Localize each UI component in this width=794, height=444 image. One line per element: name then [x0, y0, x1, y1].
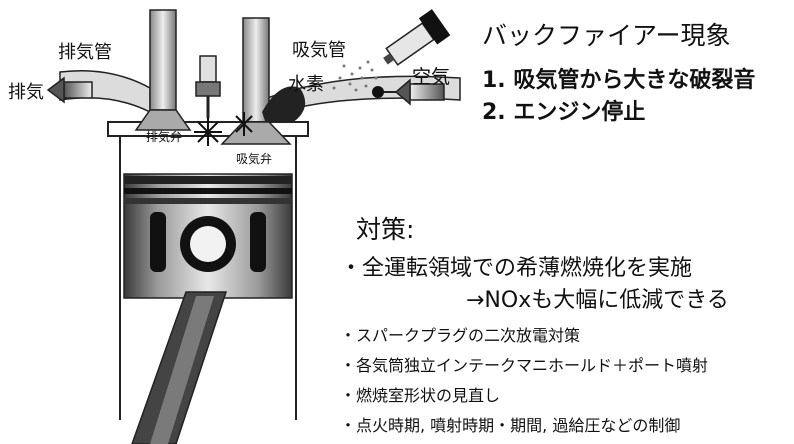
label-exhaust: 排気	[8, 82, 44, 103]
measures-heading: 対策:	[356, 215, 415, 244]
measure-item: ・スパークプラグの二次放電対策	[340, 326, 581, 345]
label-intake-valve: 吸気弁	[236, 152, 273, 166]
label-air: 空気	[412, 66, 451, 88]
piston	[123, 173, 293, 299]
exhaust-valve-head	[134, 109, 192, 131]
measure-main: ・全運転領域での希薄燃焼化を実施	[340, 256, 693, 281]
measure-item: ・点火時期, 噴射時期・期間, 過給圧などの制御	[340, 416, 681, 435]
measure-main-result: →NOxも大幅に低減できる	[466, 288, 729, 313]
title-backfire: バックファイアー現象	[482, 21, 731, 50]
rod-highlight	[150, 296, 214, 444]
label-exhaust-pipe: 排気管	[58, 42, 112, 63]
measure-item: ・燃焼室形状の見直し	[340, 386, 501, 405]
label-hydrogen: 水素	[288, 74, 324, 95]
phenomenon-item: 1. 吸気管から大きな破裂音	[482, 68, 756, 93]
spark-burst-icon	[194, 112, 253, 146]
phenomenon-item: 2. エンジン停止	[482, 100, 646, 125]
label-intake-pipe: 吸気管	[292, 40, 346, 61]
air-arrow-icon	[372, 78, 445, 106]
hydrogen-spray	[332, 60, 378, 92]
injector-icon	[383, 9, 451, 66]
spark-plug	[195, 55, 221, 118]
exhaust-arrow-icon	[46, 76, 93, 104]
label-exhaust-valve: 排気弁	[146, 130, 183, 144]
backfire-gas-cloud	[262, 86, 306, 127]
measure-item: ・各気筒独立インテークマニホールド＋ポート噴射	[340, 356, 709, 375]
intake-valve-head	[220, 121, 292, 145]
exhaust-valve-stem	[149, 9, 177, 111]
